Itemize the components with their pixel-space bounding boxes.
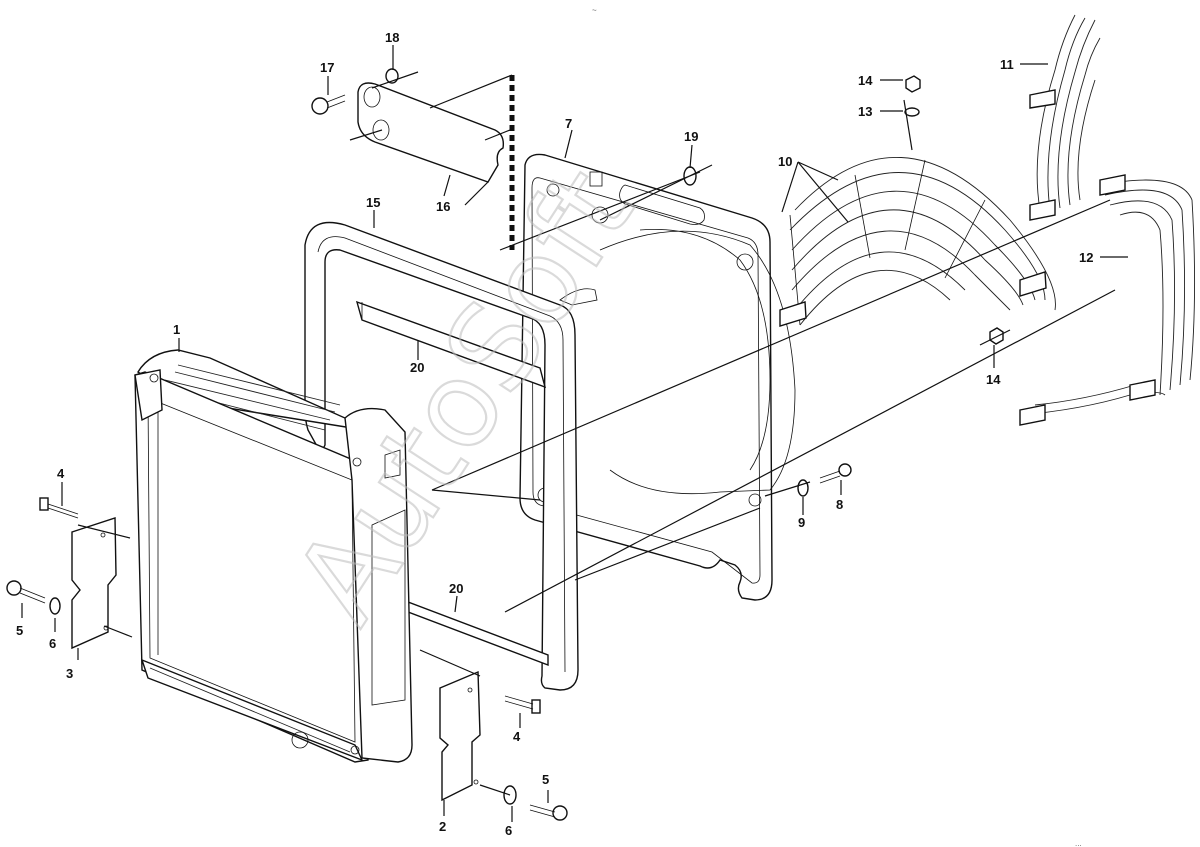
callout-13: 13 (858, 104, 872, 119)
callout-14-bottom: 14 (986, 372, 1001, 387)
top-mark: ~ (592, 6, 597, 15)
bracket-left (71, 517, 117, 650)
callout-15: 15 (366, 195, 380, 210)
callout-11: 11 (1000, 57, 1014, 72)
bolt-5-right (529, 804, 568, 821)
callout-5-right: 5 (542, 772, 549, 787)
callout-17: 17 (320, 60, 334, 75)
callout-labels: 1 2 3 4 4 5 5 6 6 7 8 9 10 11 12 13 14 1… (16, 30, 1093, 838)
callout-18: 18 (385, 30, 399, 45)
callout-5-left: 5 (16, 623, 23, 638)
cover-plate (357, 75, 515, 250)
callout-1: 1 (173, 322, 180, 337)
callout-4-left: 4 (57, 466, 65, 481)
bolt-4-left (39, 497, 79, 519)
fan-shroud-frame (519, 153, 796, 601)
callout-9: 9 (798, 515, 805, 530)
callout-3: 3 (66, 666, 73, 681)
radiator (134, 349, 413, 763)
bolt-5-left (6, 580, 46, 604)
bolt-17 (311, 94, 346, 115)
washer-9 (797, 479, 809, 497)
callout-6-right: 6 (505, 823, 512, 838)
nut-14-bottom (989, 327, 1004, 345)
callout-6-left: 6 (49, 636, 56, 651)
nut-14-top (905, 75, 921, 93)
callout-2: 2 (439, 819, 446, 834)
callout-20-upper: 20 (410, 360, 424, 375)
reference-code: ... (1075, 839, 1082, 847)
callout-16: 16 (436, 199, 450, 214)
callout-12: 12 (1079, 250, 1093, 265)
assembly-lines (77, 71, 1116, 796)
washer-13 (904, 107, 920, 117)
fan-guard-arc (779, 156, 1056, 327)
bracket-right (439, 670, 481, 802)
callout-20-lower: 20 (449, 581, 463, 596)
callout-4-right: 4 (513, 729, 521, 744)
callout-10: 10 (778, 154, 792, 169)
callout-7: 7 (565, 116, 572, 131)
bolt-4-right (504, 695, 541, 714)
callout-8: 8 (836, 497, 843, 512)
fan-guard-segment-lower (1019, 174, 1196, 426)
fan-guard-segment-upper (1029, 14, 1101, 221)
callout-14-top: 14 (858, 73, 873, 88)
callout-19: 19 (684, 129, 698, 144)
seal-strip-upper (355, 300, 547, 389)
washer-6-left (49, 597, 61, 615)
bolt-8 (819, 463, 852, 484)
callout-leaders (21, 45, 1128, 822)
